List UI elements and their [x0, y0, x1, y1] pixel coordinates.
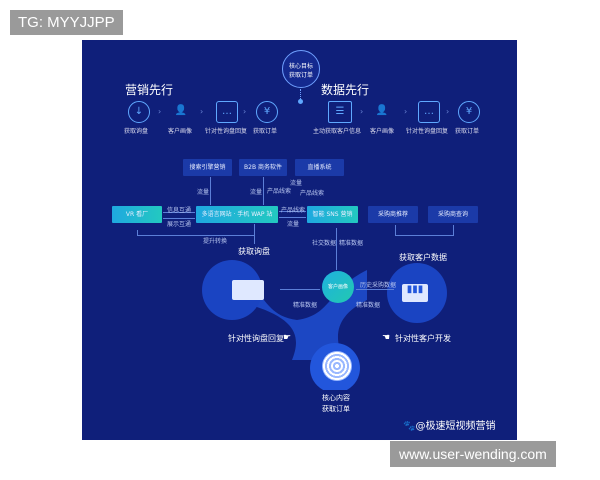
edge-label: 社交数据: [312, 240, 337, 247]
hand-pointer-icon: ☚: [382, 333, 391, 343]
arrow: [279, 217, 306, 218]
edge-label: 流量: [197, 189, 210, 196]
left-flow-title: 营销先行: [125, 83, 174, 97]
user-icon: 👤: [375, 105, 389, 116]
arrow: [163, 218, 195, 219]
chat-icon: …: [418, 101, 440, 123]
arrow: [254, 224, 255, 244]
core-goal-badge: 核心目标 获取订单: [282, 50, 320, 88]
box-b2b: B2B 商务软件: [239, 159, 287, 176]
chat-icon: …: [216, 101, 238, 123]
y-shape: [202, 260, 447, 390]
arrow: [263, 177, 264, 205]
edge-label: 流量: [287, 221, 300, 228]
yen-icon: ¥: [458, 101, 480, 123]
step-label: 针对性询盘回复: [406, 128, 449, 135]
user-icon: 👤: [174, 105, 188, 116]
edge-label: 提升转换: [203, 238, 228, 245]
yen-icon: ¥: [256, 101, 278, 123]
arrow: [336, 228, 337, 270]
box-live: 直播系统: [295, 159, 344, 176]
edge-label: 流量: [290, 180, 303, 187]
dotted-connector: [300, 89, 301, 101]
edge-label: 展示互通: [167, 221, 192, 228]
edge-label: 信息互通: [167, 207, 192, 214]
core-line1: 核心内容: [322, 394, 350, 402]
chevron-right-icon: ›: [446, 107, 450, 116]
line: [453, 225, 454, 235]
core-line2: 获取订单: [322, 405, 350, 413]
customer-profile-node: 客户画像: [322, 271, 354, 303]
box-buyer-query: 采购商查询: [428, 206, 478, 223]
author-watermark: 🐾@极速短视频营销: [403, 421, 496, 432]
edge-label: 流量: [250, 189, 263, 196]
right-flow-title: 数据先行: [321, 83, 370, 97]
connector-dot: [298, 99, 303, 104]
arrow: [210, 177, 211, 205]
step-label: 获取询盘: [124, 128, 149, 135]
step-label: 主动获取客户信息: [313, 128, 362, 135]
target-icon: [322, 351, 352, 381]
browser-icon: [232, 280, 264, 300]
step-label: 获取订单: [253, 128, 278, 135]
targeted-reply-label: 针对性询盘回复: [228, 334, 284, 343]
step-label: 客户画像: [168, 128, 193, 135]
arrow: [356, 289, 394, 290]
line: [395, 225, 396, 235]
chevron-right-icon: ›: [404, 107, 408, 116]
cloud-download-icon: ↓: [128, 101, 150, 123]
line: [137, 235, 254, 236]
edge-label: 精准数据: [339, 240, 364, 247]
step-label: 针对性询盘回复: [205, 128, 248, 135]
arrow: [280, 289, 320, 290]
badge-line1: 核心目标: [288, 63, 313, 70]
box-website: 多语言网站 · 手机 WAP 站: [196, 206, 278, 223]
hand-pointer-icon: ☛: [283, 333, 292, 343]
edge-label: 产品线索: [300, 190, 325, 197]
chevron-right-icon: ›: [360, 107, 364, 116]
chevron-right-icon: ›: [243, 107, 247, 116]
box-search-engine: 搜索引擎营销: [183, 159, 232, 176]
id-card-icon: ☰: [328, 101, 352, 123]
box-vr: VR 看厂: [112, 206, 162, 223]
arrow: [163, 212, 195, 213]
step-label: 获取订单: [455, 128, 480, 135]
step-label: 客户画像: [370, 128, 395, 135]
tag-label: TG: MYYJJPP: [10, 10, 123, 35]
bar-chart-icon: ▮▮▮: [402, 284, 428, 302]
chevron-right-icon: ›: [200, 107, 204, 116]
result-inquiry: 获取询盘: [238, 247, 270, 256]
url-watermark: www.user-wending.com: [390, 441, 556, 467]
box-sns: 智能 SNS 营销: [307, 206, 358, 223]
line: [137, 230, 138, 235]
chevron-right-icon: ›: [158, 107, 162, 116]
diagram-panel: [82, 40, 517, 440]
edge-label: 历史采购数据: [360, 282, 397, 289]
edge-label: 精准数据: [356, 302, 381, 309]
edge-label: 产品线索: [267, 188, 292, 195]
edge-label: 精准数据: [293, 302, 318, 309]
result-customer-data: 获取客户数据: [399, 253, 447, 262]
targeted-dev-label: 针对性客户开发: [395, 334, 451, 343]
line: [395, 235, 454, 236]
badge-line2: 获取订单: [288, 72, 313, 79]
box-buyer-recommend: 采购商推荐: [368, 206, 418, 223]
arrow: [279, 211, 306, 212]
edge-label: 产品线索: [281, 207, 306, 214]
